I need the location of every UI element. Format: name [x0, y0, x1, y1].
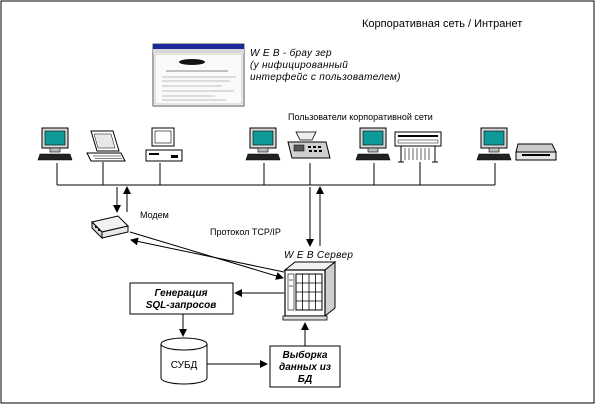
- browser-label-line1: W E B - брау зер: [250, 47, 332, 59]
- desktop-case-icon: [145, 127, 183, 162]
- sql-box-line2: SQL-запросов: [146, 300, 217, 311]
- fax-machine-icon: [287, 131, 331, 159]
- bus-server-link: [306, 186, 324, 247]
- laptop-icon: [86, 130, 126, 162]
- protocol-label: Протокол TCP/IP: [210, 227, 281, 237]
- fetch-box-line1: Выборка: [283, 349, 328, 361]
- device-drop-lines: [56, 162, 496, 185]
- database-cylinder-icon: [160, 337, 208, 385]
- desktop-computer-icon: [37, 127, 73, 161]
- users-label: Пользователи корпоративной сети: [288, 112, 433, 122]
- modem-bus-link: [113, 186, 131, 213]
- modem-server-link: [129, 231, 285, 280]
- data-fetch-box: [269, 345, 341, 388]
- dbms-label: СУБД: [171, 360, 198, 371]
- sql-generation-box: [129, 282, 234, 315]
- server-label: W E B Сервер: [284, 250, 353, 261]
- sql-box-line1: Генерация: [155, 288, 208, 299]
- fetch-box-line3: БД: [298, 374, 312, 385]
- plotter-icon: [394, 131, 442, 163]
- browser-label-line2: (у нифицированный: [250, 59, 348, 71]
- desktop-computer-icon: [245, 127, 281, 161]
- modem-label: Модем: [140, 210, 169, 220]
- fetch-box-line2: данных из: [279, 362, 331, 373]
- desktop-computer-icon: [476, 127, 512, 161]
- modem-icon: [91, 215, 129, 240]
- web-server-icon: [282, 260, 337, 321]
- web-browser-window-icon: [152, 43, 245, 107]
- diagram-title: Корпоративная сеть / Интранет: [362, 18, 522, 30]
- desktop-computer-icon: [355, 127, 391, 161]
- browser-label-line3: интерфейс с пользователем): [250, 71, 401, 83]
- printer-icon: [515, 143, 557, 161]
